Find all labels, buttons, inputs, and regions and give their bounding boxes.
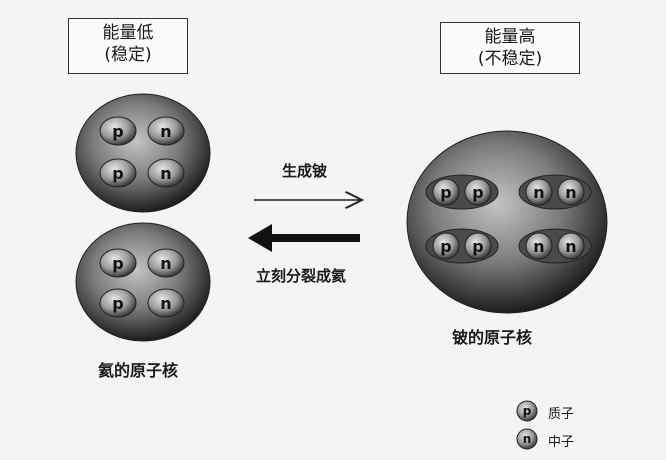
legend-neutron-label: 中子 [548,435,575,450]
left-energy-title: 能量低 [102,23,154,43]
svg-text:p: p [523,404,532,418]
neutron [525,232,553,260]
proton-pair-top: p p [425,174,499,210]
svg-text:p: p [472,237,483,256]
svg-text:n: n [160,122,171,141]
proton [464,232,492,260]
neutron-pair-top: n n [518,174,592,210]
right-energy-label: 能量高 (不稳定) [440,22,580,74]
svg-text:p: p [440,237,451,256]
right-stability-note: (不稳定) [477,49,543,69]
proton: p [99,288,137,318]
forward-arrow-label: 生成铍 [282,162,328,180]
svg-text:n: n [160,164,171,183]
svg-text:p: p [112,122,123,141]
svg-text:p: p [472,183,483,202]
svg-text:p: p [112,294,123,313]
neutron [557,232,585,260]
neutron [525,178,553,206]
proton: p [99,116,137,146]
legend-neutron-icon: n [516,428,538,450]
helium-nucleus-bottom: p n p n [75,222,211,342]
legend-proton-icon: p [516,400,538,422]
svg-text:n: n [533,183,544,202]
helium-nucleus-top: p n p n [75,93,211,213]
neutron [557,178,585,206]
legend-proton-label: 质子 [548,407,575,422]
neutron: n [147,116,185,146]
proton: p [99,158,137,188]
neutron: n [147,288,185,318]
svg-text:p: p [112,254,123,273]
svg-text:n: n [533,237,544,256]
svg-text:p: p [112,164,123,183]
neutron-pair-bottom: n n [518,228,592,264]
beryllium-nucleus: p p n n p p [406,130,608,314]
svg-text:n: n [565,237,576,256]
beryllium-caption: 铍的原子核 [452,328,533,347]
helium-caption: 氦的原子核 [98,361,179,380]
left-energy-label: 能量低 (稳定) [68,18,188,74]
svg-text:n: n [160,254,171,273]
svg-text:n: n [160,294,171,313]
backward-arrow-label: 立刻分裂成氦 [256,267,347,285]
left-stability-note: (稳定) [104,45,152,65]
proton [432,232,460,260]
right-energy-title: 能量高 [484,27,536,47]
proton-pair-bottom: p p [425,228,499,264]
svg-text:p: p [440,183,451,202]
proton [464,178,492,206]
backward-arrow [248,224,360,252]
svg-text:n: n [565,183,576,202]
proton [432,178,460,206]
svg-text:n: n [523,432,532,446]
neutron: n [147,248,185,278]
neutron: n [147,158,185,188]
proton: p [99,248,137,278]
